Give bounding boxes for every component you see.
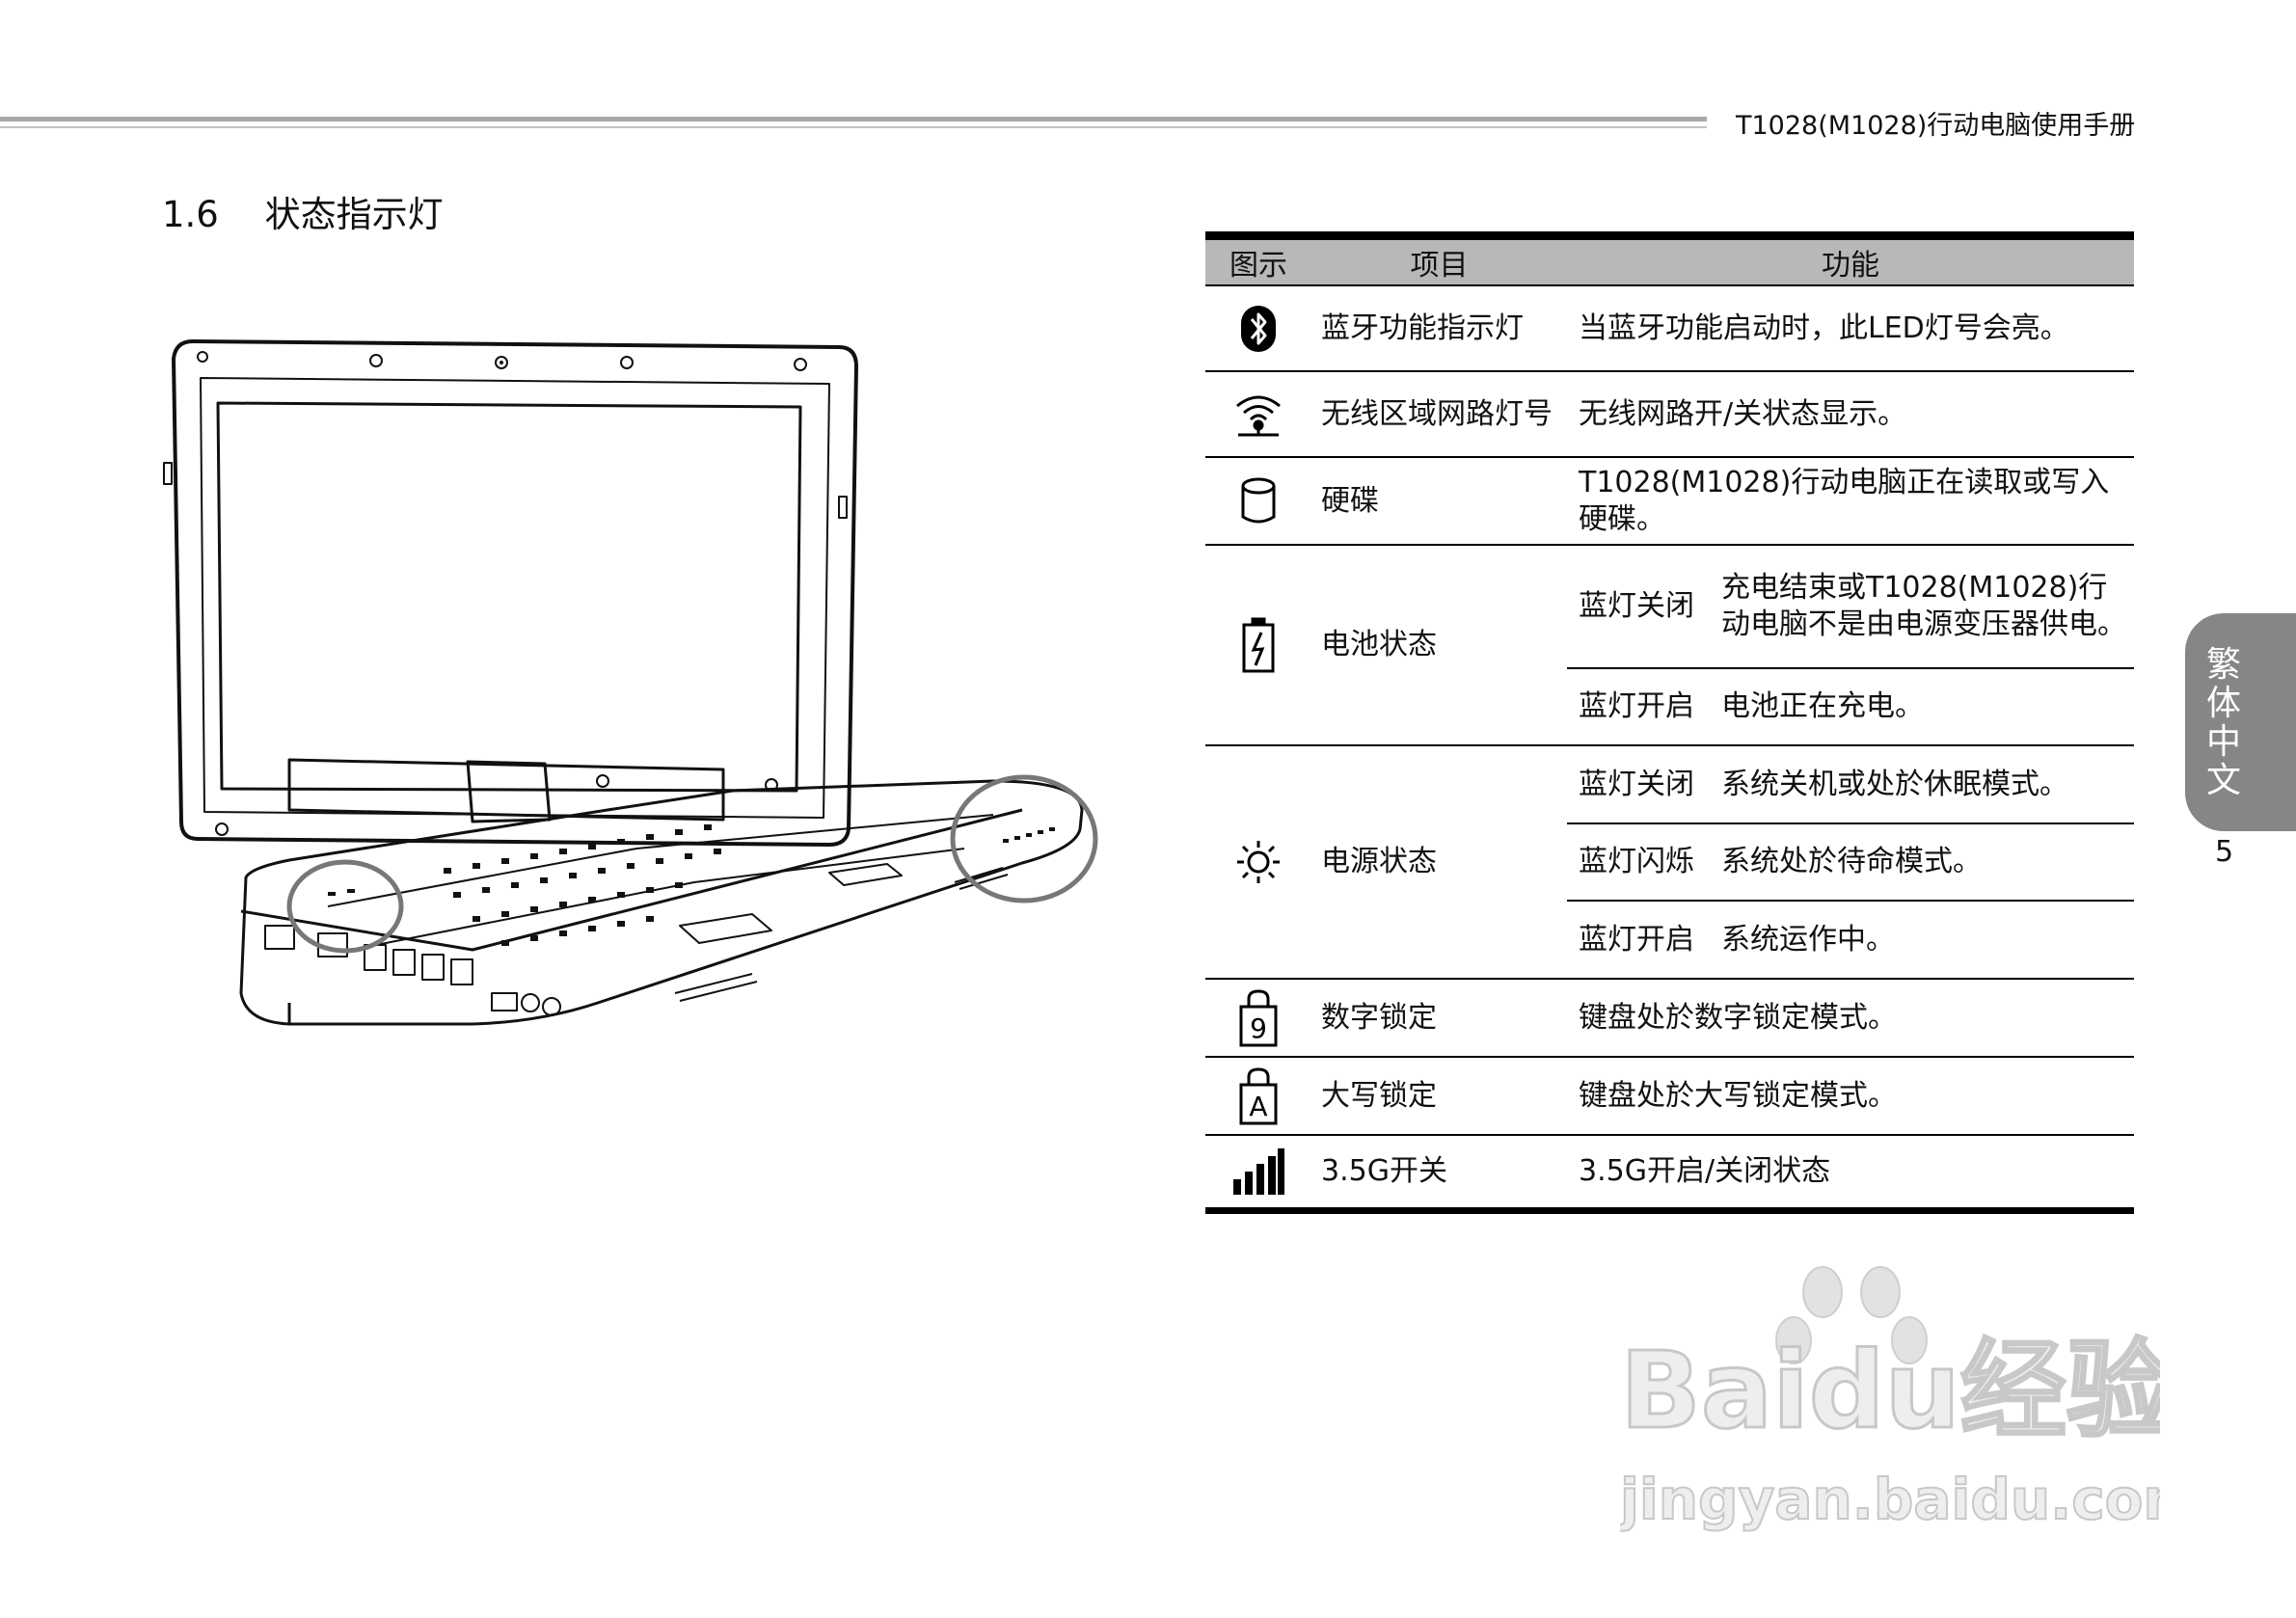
- table-row: 电源状态 蓝灯关闭 系统关机或处於休眠模式。: [1205, 745, 2134, 980]
- row-state-desc: 电池正在充电。: [1704, 668, 2134, 746]
- row-icon-cell: [1205, 745, 1311, 980]
- row-state: 蓝灯闪烁: [1567, 823, 1704, 902]
- language-side-tab: 繁 体 中 文: [2185, 613, 2296, 831]
- section-number: 1.6: [162, 194, 219, 235]
- row-function: 无线网路开/关状态显示。: [1567, 371, 2134, 458]
- table-row: 蓝灯开启 电池正在充电。: [1205, 668, 2134, 746]
- table-row: 电池状态 蓝灯关闭 充电结束或T1028(M1028)行动电脑不是由电源变压器供…: [1205, 545, 2134, 746]
- svg-text:9: 9: [1250, 1012, 1267, 1044]
- side-tab-char: 中: [2205, 722, 2241, 762]
- row-function: T1028(M1028)行动电脑正在读取或写入硬碟。: [1567, 457, 2134, 546]
- manual-title: T1028(M1028)行动电脑使用手册: [1736, 111, 2136, 141]
- row-state: 蓝灯关闭: [1567, 545, 1704, 669]
- table-row: 无线区域网路灯号 无线网路开/关状态显示。: [1205, 371, 2134, 458]
- row-icon-cell: A: [1205, 1057, 1311, 1136]
- row-icon-cell: [1205, 545, 1311, 746]
- baidu-watermark-logo: Baidu经验 jingyan.baidu.com: [1620, 1266, 2160, 1533]
- row-item: 硬碟: [1311, 457, 1567, 546]
- row-state: 蓝灯开启: [1567, 901, 1704, 980]
- table-row: A 大写锁定 键盘处於大写锁定模式。: [1205, 1057, 2134, 1136]
- row-state-desc: 充电结束或T1028(M1028)行动电脑不是由电源变压器供电。: [1704, 545, 2134, 669]
- table-row: 蓝灯开启 系统运作中。: [1205, 901, 2134, 980]
- row-item: 3.5G开关: [1311, 1135, 1567, 1211]
- caps-lock-icon: A: [1239, 1066, 1278, 1124]
- row-state-desc: 系统运作中。: [1704, 901, 2134, 980]
- row-state-desc: 系统关机或处於休眠模式。: [1704, 745, 2134, 824]
- row-icon-cell: [1205, 1135, 1311, 1211]
- side-tab-char: 体: [2205, 684, 2241, 723]
- section-title: 状态指示灯: [264, 194, 444, 235]
- battery-icon: [1242, 617, 1275, 673]
- table-row: 蓝牙功能指示灯 当蓝牙功能启动时，此LED灯号会亮。: [1205, 285, 2134, 372]
- column-header-function: 功能: [1567, 235, 2134, 286]
- num-lock-icon: 9: [1239, 988, 1278, 1046]
- header-rule: [0, 117, 1707, 121]
- table-row: 蓝灯闪烁 系统处於待命模式。: [1205, 823, 2134, 902]
- bluetooth-icon: [1241, 305, 1276, 352]
- row-icon-cell: [1205, 457, 1311, 546]
- row-item: 蓝牙功能指示灯: [1311, 285, 1567, 372]
- row-item: 电池状态: [1311, 545, 1567, 746]
- row-state: 蓝灯关闭: [1567, 745, 1704, 824]
- row-state: 蓝灯开启: [1567, 668, 1704, 746]
- status-indicator-table: 图示 项目 功能 蓝牙功能指示灯 当蓝牙功能启动时，此LED灯号会亮。: [1205, 231, 2134, 1214]
- side-tab-char: 文: [2205, 761, 2241, 800]
- row-item: 电源状态: [1311, 745, 1567, 980]
- power-icon: [1237, 841, 1280, 883]
- row-function: 键盘处於数字锁定模式。: [1567, 979, 2134, 1058]
- column-header-icon: 图示: [1205, 235, 1311, 286]
- signal-3-5g-icon: [1233, 1147, 1284, 1195]
- row-icon-cell: [1205, 371, 1311, 458]
- watermark-url: jingyan.baidu.com: [1620, 1467, 2160, 1532]
- row-item: 数字锁定: [1311, 979, 1567, 1058]
- row-function: 3.5G开启/关闭状态: [1567, 1135, 2134, 1211]
- row-function: 当蓝牙功能启动时，此LED灯号会亮。: [1567, 285, 2134, 372]
- laptop-illustration: [163, 339, 1098, 1026]
- row-icon-cell: [1205, 285, 1311, 372]
- table-row: 3.5G开关 3.5G开启/关闭状态: [1205, 1135, 2134, 1211]
- hard-disk-icon: [1241, 477, 1276, 523]
- row-state-desc: 系统处於待命模式。: [1704, 823, 2134, 902]
- section-heading: 1.6 状态指示灯: [162, 185, 444, 237]
- page-number: 5: [2215, 835, 2234, 869]
- table-row: 硬碟 T1028(M1028)行动电脑正在读取或写入硬碟。: [1205, 457, 2134, 546]
- row-function: 键盘处於大写锁定模式。: [1567, 1057, 2134, 1136]
- column-header-item: 项目: [1311, 235, 1567, 286]
- svg-text:A: A: [1249, 1091, 1267, 1122]
- row-item: 无线区域网路灯号: [1311, 371, 1567, 458]
- table-header-row: 图示 项目 功能: [1205, 235, 2134, 286]
- table-row: 9 数字锁定 键盘处於数字锁定模式。: [1205, 979, 2134, 1058]
- header-rule-thin: [0, 126, 1707, 128]
- row-item: 大写锁定: [1311, 1057, 1567, 1136]
- row-icon-cell: 9: [1205, 979, 1311, 1058]
- wireless-lan-icon: [1236, 395, 1281, 436]
- side-tab-char: 繁: [2205, 645, 2241, 685]
- watermark-brand: Baidu经验: [1620, 1329, 2160, 1452]
